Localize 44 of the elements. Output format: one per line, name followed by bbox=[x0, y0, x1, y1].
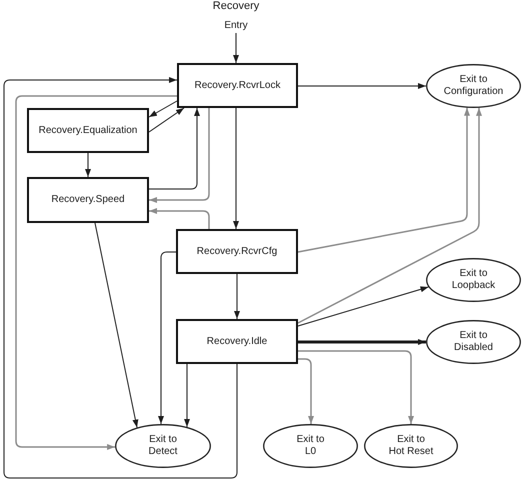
exit-ellipse bbox=[263, 424, 358, 468]
arrow bbox=[298, 108, 482, 324]
arrow bbox=[158, 252, 176, 425]
exit-label: Exit to L0 bbox=[296, 434, 326, 458]
exit-label: Exit to Disabled bbox=[453, 330, 494, 354]
arrow bbox=[298, 350, 414, 424]
exit-label: Exit to Loopback bbox=[450, 268, 496, 292]
arrow bbox=[15, 95, 177, 450]
state-label: Recovery.Idle bbox=[206, 336, 268, 348]
arrow bbox=[298, 339, 426, 345]
exit-label: Exit to Hot Reset bbox=[388, 434, 434, 458]
state-box bbox=[176, 229, 298, 274]
arrow bbox=[148, 100, 178, 118]
arrow bbox=[298, 286, 429, 326]
arrow bbox=[184, 364, 190, 428]
arrow bbox=[233, 108, 239, 230]
state-box bbox=[27, 108, 149, 153]
exit-ellipse bbox=[115, 424, 211, 468]
entry-label: Entry bbox=[214, 19, 258, 33]
arrow bbox=[298, 108, 470, 253]
state-label: Recovery.Speed bbox=[51, 194, 125, 206]
state-box bbox=[27, 177, 149, 223]
exit-label: Exit to Detect bbox=[148, 434, 178, 458]
exit-ellipse bbox=[364, 424, 458, 468]
exit-ellipse bbox=[426, 64, 521, 108]
state-box bbox=[176, 319, 298, 364]
state-label: Recovery.RcvrLock bbox=[194, 80, 280, 92]
arrow bbox=[85, 152, 91, 178]
arrow bbox=[233, 32, 239, 64]
arrow bbox=[234, 274, 240, 320]
exit-ellipse bbox=[426, 258, 521, 302]
arrow bbox=[149, 108, 210, 203]
state-label: Recovery.Equalization bbox=[38, 124, 138, 136]
exit-label: Exit to Configuration bbox=[442, 74, 504, 98]
arrow bbox=[298, 83, 426, 89]
arrow bbox=[149, 208, 210, 229]
state-box bbox=[177, 63, 298, 108]
exit-ellipse bbox=[426, 320, 521, 364]
state-label: Recovery.RcvrCfg bbox=[196, 246, 278, 258]
arrow bbox=[298, 358, 314, 424]
arrow bbox=[94, 222, 138, 428]
diagram-title: Recovery bbox=[212, 0, 260, 12]
arrow bbox=[148, 108, 200, 190]
arrow bbox=[148, 108, 184, 132]
